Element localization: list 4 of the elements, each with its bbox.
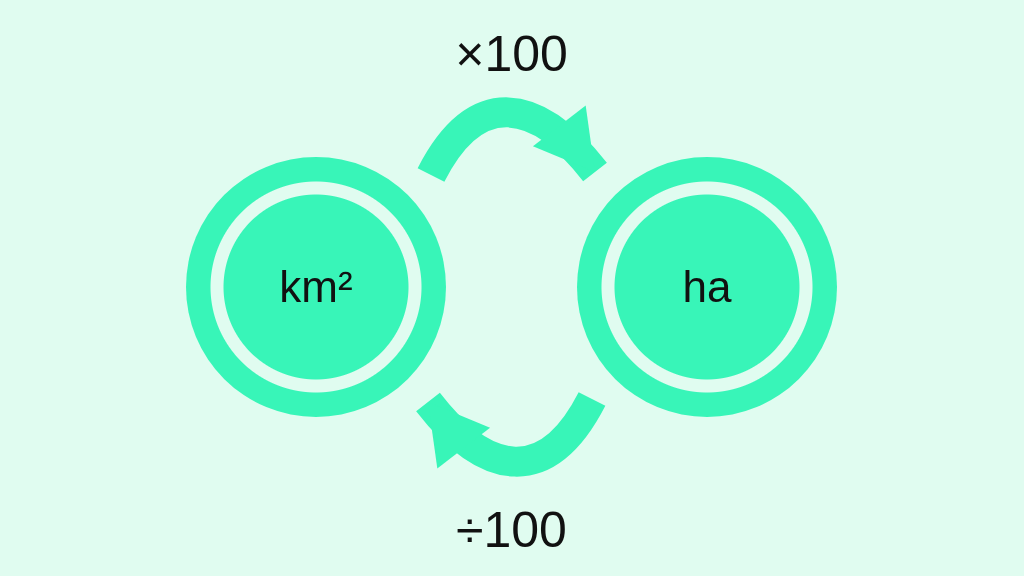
edge-label: ÷100 [456,505,567,555]
unit-label: km² [279,262,353,312]
edge-label: ×100 [455,29,568,79]
unit-label: ha [682,262,732,312]
